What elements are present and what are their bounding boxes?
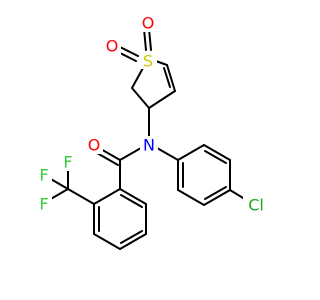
amide-nitrogen-label: N bbox=[143, 136, 155, 155]
bond-cf3-f2 bbox=[48, 177, 69, 190]
bond-cf3-f3 bbox=[48, 188, 69, 201]
sulfone-oxygen-top-label: O bbox=[142, 14, 155, 33]
molecule-structure: S O O O N Cl F F F bbox=[36, 13, 267, 250]
bond-c2-c3 bbox=[131, 87, 150, 109]
atom-labels: S O O O N Cl F F F bbox=[36, 14, 267, 215]
bond-s-c2 bbox=[131, 67, 144, 89]
fluorine-atom-label-3: F bbox=[39, 195, 48, 214]
bond-c4-c5-double bbox=[163, 67, 171, 88]
bond-b4-b5 bbox=[119, 233, 147, 250]
bond-carbonyl-c-o-2 bbox=[96, 152, 119, 166]
bond-cp1-cp2 bbox=[177, 144, 205, 161]
bond-b6-b1-double bbox=[120, 194, 143, 208]
fluorine-atom-label-1: F bbox=[63, 153, 72, 172]
bond-cp4-cp5-double bbox=[204, 186, 227, 200]
chlorine-atom-label: Cl bbox=[248, 196, 264, 215]
bond-cp2-cp3 bbox=[203, 144, 231, 161]
bond-cp2-cp3-double bbox=[204, 150, 227, 164]
sulfur-atom-label: S bbox=[143, 52, 153, 71]
bond-b4-b5-double bbox=[120, 230, 143, 244]
bond-n-aryl-c bbox=[156, 147, 179, 161]
bond-cp4-cp5 bbox=[203, 189, 231, 206]
bond-c3-c4 bbox=[148, 90, 176, 109]
bond-b2-cf3 bbox=[67, 188, 95, 205]
bond-b6-b1 bbox=[119, 188, 147, 205]
bond-s-o-top bbox=[143, 28, 147, 51]
bond-b3-b4 bbox=[93, 233, 121, 250]
bond-c4-c5 bbox=[166, 64, 176, 92]
bond-cp5-cp6 bbox=[177, 189, 205, 206]
bond-n-carbonyl-c bbox=[119, 147, 142, 161]
bond-b1-b2 bbox=[93, 188, 121, 205]
fluorine-atom-label-2: F bbox=[39, 166, 48, 185]
bond-s-o-top-2 bbox=[148, 28, 152, 51]
bond-s-o-left bbox=[117, 45, 139, 57]
carbonyl-oxygen-label: O bbox=[88, 136, 101, 155]
sulfone-oxygen-left-label: O bbox=[106, 37, 119, 56]
